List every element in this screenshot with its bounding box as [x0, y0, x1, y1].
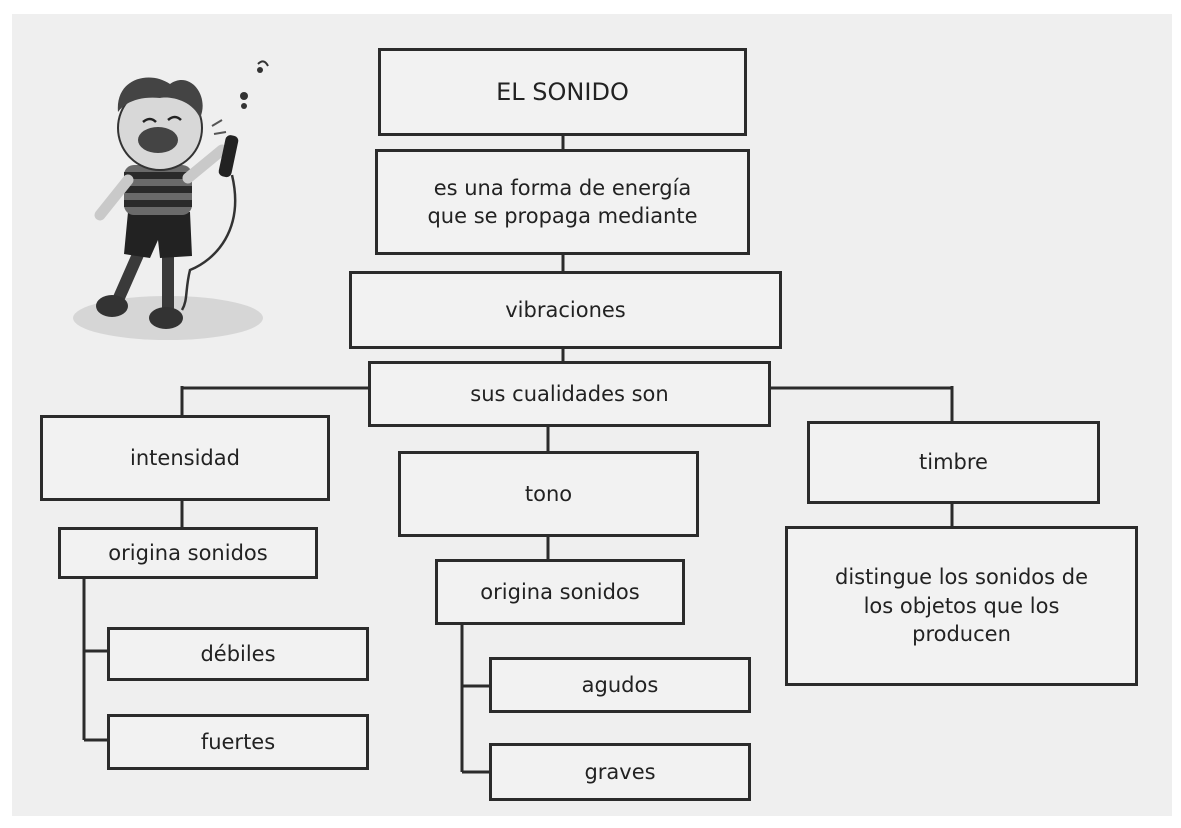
intensidad-item-fuertes: fuertes [107, 714, 369, 770]
medium-node: vibraciones [349, 271, 782, 349]
quality-timbre: timbre [807, 421, 1100, 504]
tono-item-graves: graves [489, 743, 751, 801]
connector-node: sus cualidades son [368, 361, 771, 427]
singing-child-icon [73, 60, 269, 340]
root-node: EL SONIDO [378, 48, 747, 136]
intensidad-item-debiles: débiles [107, 627, 369, 681]
tono-item-agudos: agudos [489, 657, 751, 713]
quality-tono: tono [398, 451, 699, 537]
definition-node: es una forma de energía que se propaga m… [375, 149, 750, 255]
intensidad-link: origina sonidos [58, 527, 318, 579]
tono-link: origina sonidos [435, 559, 685, 625]
timbre-description: distingue los sonidos de los objetos que… [785, 526, 1138, 686]
quality-intensidad: intensidad [40, 415, 330, 501]
